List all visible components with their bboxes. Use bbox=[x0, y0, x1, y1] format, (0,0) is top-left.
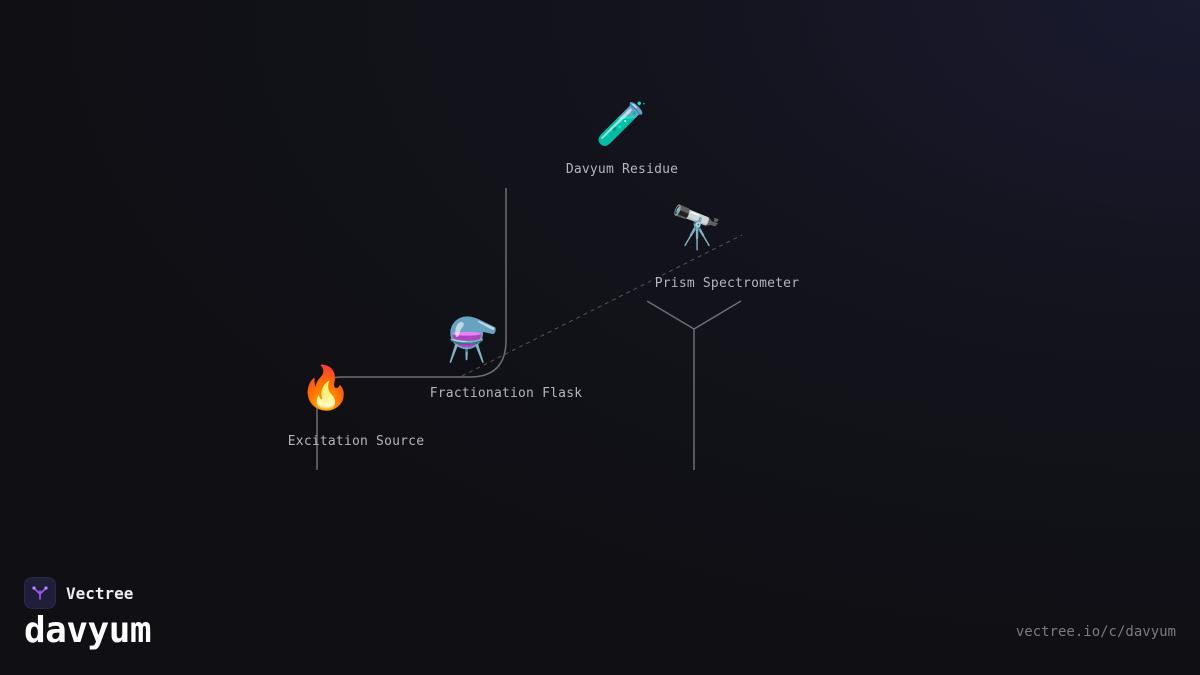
edge-source-to-flask bbox=[316, 188, 507, 470]
flask-icon: ⚗️ bbox=[446, 315, 500, 364]
node-label: Fractionation Flask bbox=[429, 386, 583, 401]
node-label: Davyum Residue bbox=[565, 162, 679, 177]
node-fractionation-flask[interactable]: ⚗️ Fractionation Flask bbox=[416, 315, 596, 402]
test-tube-icon: 🧪 bbox=[595, 99, 649, 148]
telescope-icon: 🔭 bbox=[670, 203, 724, 252]
node-label: Excitation Source bbox=[287, 434, 425, 449]
edge-spectrometer-fork-right bbox=[693, 300, 742, 330]
fire-icon: 🔥 bbox=[299, 363, 353, 412]
node-davyum-residue[interactable]: 🧪 Davyum Residue bbox=[547, 99, 697, 178]
share-url[interactable]: vectree.io/c/davyum bbox=[1015, 624, 1176, 640]
node-excitation-source[interactable]: 🔥 Excitation Source bbox=[276, 363, 436, 450]
page-title: davyum bbox=[24, 610, 152, 651]
brand[interactable]: Vectree bbox=[24, 577, 133, 609]
node-prism-spectrometer[interactable]: 🔭 Prism Spectrometer bbox=[632, 203, 822, 292]
brand-name: Vectree bbox=[66, 583, 134, 603]
edge-spectrometer-fork-left bbox=[646, 300, 695, 330]
vectree-tree-icon bbox=[24, 577, 56, 609]
node-label: Prism Spectrometer bbox=[654, 276, 800, 291]
